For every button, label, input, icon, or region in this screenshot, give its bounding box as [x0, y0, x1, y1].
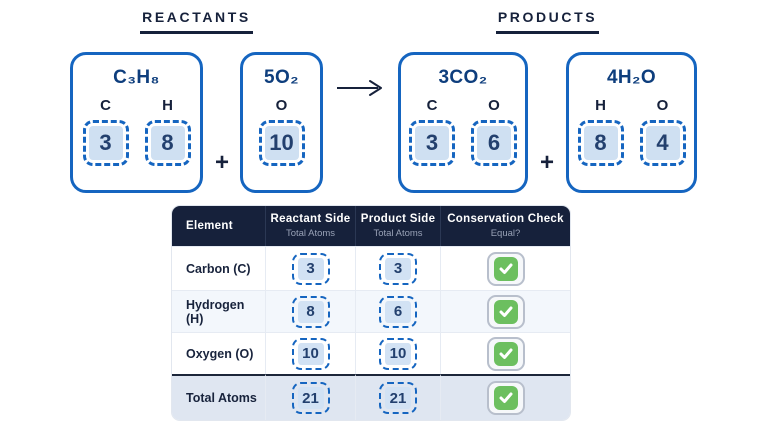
plus-sign: + [539, 149, 554, 176]
row-label-total-atoms: Total Atoms [172, 374, 265, 420]
check-box [486, 336, 525, 371]
column-header-product-side: Product Side Total Atoms [355, 206, 440, 246]
table-cell: 21 [265, 374, 355, 420]
plus-sign: + [214, 149, 229, 176]
atom-symbol: H [162, 97, 173, 114]
atom-count-box[interactable]: 3 [82, 120, 129, 166]
check-icon [493, 386, 518, 410]
atom-group: O 10 [258, 97, 305, 166]
atom-symbol: O [656, 97, 669, 114]
column-header-label: Conservation Check [447, 213, 564, 225]
product-count-box[interactable]: 6 [379, 295, 417, 328]
row-label-hydrogen: Hydrogen (H) [172, 290, 265, 332]
table-cell: 10 [265, 332, 355, 374]
atom-column-carbon: C 3 [82, 97, 129, 166]
atom-group: H 8 O 4 [577, 97, 686, 166]
atom-column-carbon: C 3 [409, 98, 455, 166]
table-cell: 3 [355, 246, 440, 290]
products-heading: PRODUCTS [398, 9, 697, 34]
product-count-box[interactable]: 21 [379, 382, 417, 414]
table-cell: 6 [355, 290, 440, 332]
atom-symbol: C [426, 97, 438, 114]
table-cell [440, 246, 570, 290]
atom-column-oxygen: O 10 [258, 97, 305, 166]
row-label-carbon: Carbon (C) [172, 246, 265, 290]
column-header-label: Reactant Side [270, 213, 351, 225]
table-cell: 8 [265, 290, 355, 332]
atom-symbol: H [595, 97, 606, 114]
atom-group: C 3 O 6 [409, 98, 517, 166]
reactant-count-box[interactable]: 3 [291, 252, 330, 285]
check-box [486, 251, 525, 286]
table-cell: 3 [265, 246, 355, 290]
column-header-sublabel: Total Atoms [285, 228, 336, 239]
formula-label: C₃H₈ [113, 67, 160, 88]
table-cell: 10 [355, 332, 440, 374]
atom-count-box[interactable]: 6 [471, 120, 517, 166]
molecule-card-propane: C₃H₈ C 3 H 8 [70, 52, 203, 193]
reactant-count-box[interactable]: 10 [291, 337, 330, 370]
reactant-count-box[interactable]: 21 [291, 382, 330, 414]
reactants-heading-label: REACTANTS [140, 9, 253, 34]
atom-count-box[interactable]: 3 [409, 120, 455, 166]
check-box [486, 294, 525, 329]
column-header-label: Product Side [360, 213, 436, 225]
molecule-card-carbon-dioxide: 3CO₂ C 3 O 6 [398, 52, 528, 193]
table-cell [440, 374, 570, 420]
products-heading-label: PRODUCTS [495, 9, 600, 34]
atom-symbol: O [275, 97, 288, 114]
reactants-heading: REACTANTS [70, 9, 323, 34]
reaction-arrow-icon [336, 78, 384, 98]
atom-column-hydrogen: H 8 [144, 97, 191, 166]
product-count-box[interactable]: 10 [379, 337, 417, 370]
column-header-conservation-check: Conservation Check Equal? [440, 206, 570, 246]
formula-label: 4H₂O [606, 67, 657, 88]
table-cell [440, 332, 570, 374]
check-icon [493, 299, 518, 324]
atom-count-box[interactable]: 8 [577, 120, 624, 166]
formula-label: 3CO₂ [438, 67, 488, 88]
atom-column-hydrogen: H 8 [577, 97, 624, 166]
table-cell [440, 290, 570, 332]
atom-symbol: C [100, 97, 111, 114]
atom-column-oxygen: O 6 [471, 98, 517, 166]
row-label-oxygen: Oxygen (O) [172, 332, 265, 374]
check-icon [493, 256, 518, 281]
column-header-element: Element [172, 206, 265, 246]
molecule-card-water: 4H₂O H 8 O 4 [566, 52, 697, 193]
column-header-sublabel: Equal? [490, 228, 521, 239]
check-icon [493, 341, 518, 366]
table-cell: 21 [355, 374, 440, 420]
atom-symbol: O [488, 97, 500, 114]
check-box [486, 381, 525, 415]
conservation-table: Element Reactant Side Total Atoms Produc… [172, 206, 570, 420]
column-header-label: Element [186, 220, 233, 232]
column-header-sublabel: Total Atoms [373, 228, 423, 239]
molecule-card-oxygen: 5O₂ O 10 [240, 52, 323, 193]
product-count-box[interactable]: 3 [379, 252, 417, 285]
atom-group: C 3 H 8 [82, 97, 191, 166]
atom-count-box[interactable]: 10 [258, 120, 305, 166]
atom-column-oxygen: O 4 [639, 97, 686, 166]
atom-count-box[interactable]: 8 [144, 120, 191, 166]
formula-label: 5O₂ [264, 67, 299, 88]
column-header-reactant-side: Reactant Side Total Atoms [265, 206, 355, 246]
reactant-count-box[interactable]: 8 [291, 295, 330, 328]
atom-count-box[interactable]: 4 [639, 120, 686, 166]
